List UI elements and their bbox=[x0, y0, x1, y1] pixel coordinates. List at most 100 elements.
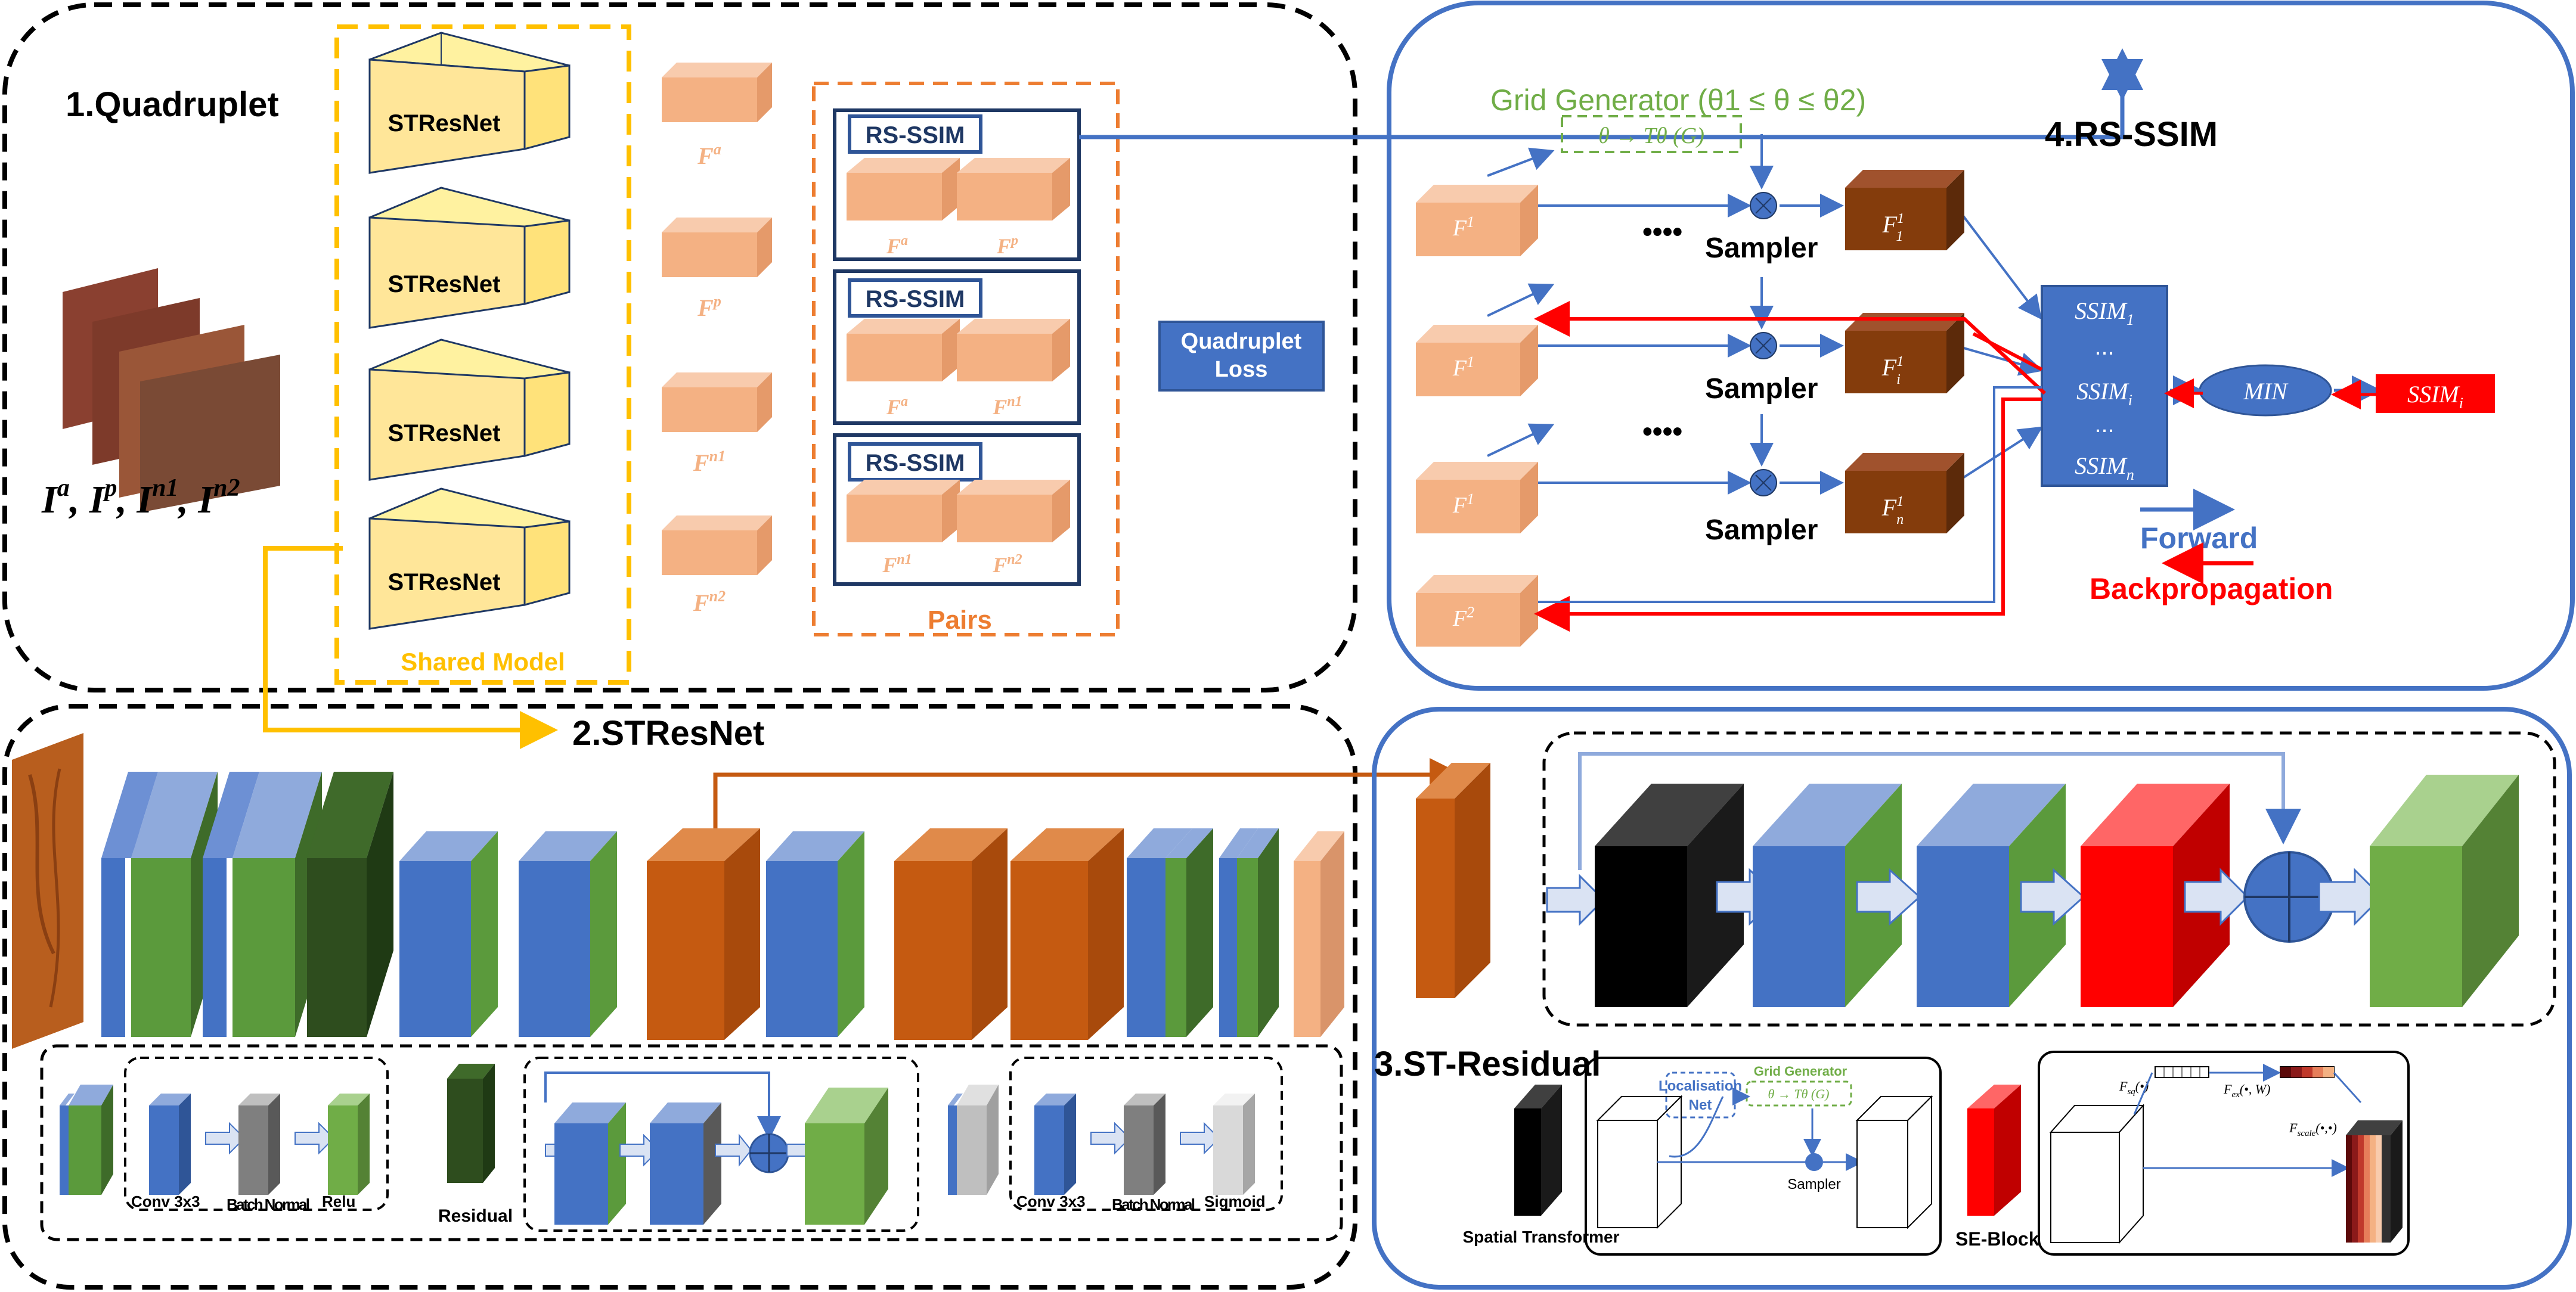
backprop-label: Backpropagation bbox=[2090, 572, 2333, 605]
pairs-label: Pairs bbox=[928, 605, 992, 635]
layer-st-residual-blue bbox=[766, 831, 864, 1037]
sampler-label: Sampler bbox=[1705, 232, 1818, 264]
ssim-result-box bbox=[2376, 374, 2495, 413]
flow-arrow bbox=[2184, 868, 2249, 926]
layer-st-residual-orange bbox=[894, 828, 1008, 1040]
ssim-item: SSIMi bbox=[2076, 378, 2132, 409]
st-grid-generator-label: Grid Generator bbox=[1754, 1064, 1847, 1079]
stresnet-block: STResNet bbox=[368, 187, 571, 329]
stresnet-legend-box bbox=[40, 1044, 1343, 1241]
forward-label: Forward bbox=[2140, 521, 2258, 555]
pair-label-right: Fp bbox=[996, 233, 1018, 258]
min-label: MIN bbox=[2243, 378, 2289, 405]
sampler-node bbox=[1750, 469, 1777, 496]
section-title-stresnet: 2.STResNet bbox=[572, 714, 764, 753]
ssim-item: ... bbox=[2094, 411, 2114, 437]
layer-st-residual-blue bbox=[519, 831, 617, 1037]
layer-output bbox=[1294, 831, 1344, 1037]
pair-group: RS-SSIM Fn1 Fn2 bbox=[833, 433, 1081, 586]
legend-batch-normal-label: Batch Normal bbox=[227, 1195, 310, 1213]
layer-conv-bn-relu bbox=[101, 772, 218, 1037]
transform-box bbox=[1561, 115, 1742, 153]
legend-spatial-transformer: Spatial Transformer Localisation Net Gri… bbox=[1463, 1057, 1942, 1256]
shared-model-box bbox=[334, 24, 631, 685]
st-input-cube bbox=[1416, 763, 1490, 998]
rs-input-cube: F1 bbox=[1416, 462, 1538, 533]
ssim-list-box bbox=[2041, 285, 2168, 487]
connector-arrow-orange bbox=[713, 758, 1463, 828]
transform-label: θ → Tθ (G) bbox=[1598, 123, 1704, 148]
input-images bbox=[63, 268, 280, 513]
legend-relu-label: Relu bbox=[322, 1192, 355, 1210]
st-residual-inner-box bbox=[1542, 731, 2556, 1027]
f-scale-label: Fscale(•,•) bbox=[2289, 1120, 2337, 1138]
legend-conv-bn-sigmoid: Conv 3x3 Batch Normal Sigmoid bbox=[948, 1057, 1283, 1213]
legend-se-block: SE-Block Fsq(•) Fex(•, W) Fscale(•,•) bbox=[1955, 1051, 2410, 1256]
stresnet-label: STResNet bbox=[388, 271, 501, 297]
section-title-quadruplet: 1.Quadruplet bbox=[66, 85, 279, 124]
rs-ssim-label: RS-SSIM bbox=[866, 122, 965, 148]
legend-conv-label: Conv 3x3 bbox=[1016, 1192, 1086, 1210]
panel-rs-ssim: 4.RS-SSIM Grid Generator (θ1 ≤ θ ≤ θ2) θ… bbox=[1387, 1, 2575, 691]
flow-arrow bbox=[2020, 868, 2085, 926]
ellipsis-dots: •••• bbox=[1642, 216, 1682, 248]
st-sampler-label: Sampler bbox=[1787, 1176, 1840, 1192]
rs-input-cube: F1 bbox=[1416, 325, 1538, 396]
panel-stresnet: 2.STResNet bbox=[2, 704, 1463, 1290]
se-block-label: SE-Block bbox=[1955, 1228, 2039, 1250]
input-texture-image bbox=[12, 733, 83, 1049]
st-block-output bbox=[2370, 775, 2519, 1007]
feature-cubes: Fa Fp Fn1 Fn2 bbox=[662, 63, 772, 616]
rs-input-cube: F1 bbox=[1416, 185, 1538, 256]
stresnet-block: STResNet bbox=[368, 487, 571, 630]
feature-cube-fa: Fa bbox=[662, 63, 772, 169]
rs-ssim-label: RS-SSIM bbox=[866, 286, 965, 312]
localisation-net-label: Localisation bbox=[1659, 1078, 1742, 1094]
flow-arrow bbox=[2318, 868, 2383, 926]
feature-label-fn1: Fn1 bbox=[693, 448, 726, 476]
inputs-label: Ia, Ip, In1, In2 bbox=[41, 474, 240, 521]
layer-residual bbox=[307, 772, 393, 1037]
feature-label-fn2: Fn2 bbox=[693, 588, 726, 616]
stresnet-label: STResNet bbox=[388, 110, 501, 136]
legend-residual: Residual bbox=[438, 1057, 919, 1232]
scaled-feature-stack bbox=[2346, 1120, 2403, 1243]
grid-generator-label: Grid Generator (θ1 ≤ θ ≤ θ2) bbox=[1490, 83, 1866, 117]
layer-st-residual-orange bbox=[1010, 828, 1124, 1040]
layer-conv-blue-green bbox=[1127, 828, 1213, 1037]
flow-arrow bbox=[1546, 874, 1605, 926]
legend-conv-label: Conv 3x3 bbox=[131, 1192, 200, 1210]
feature-cube-fn2: Fn2 bbox=[662, 515, 772, 616]
stresnet-label: STResNet bbox=[388, 569, 501, 595]
stresnet-label: STResNet bbox=[388, 420, 501, 446]
feature-cube-fp: Fp bbox=[662, 218, 772, 321]
st-block-spatial-transformer bbox=[1595, 784, 1744, 1007]
section-title-rs-ssim: 4.RS-SSIM bbox=[2045, 115, 2218, 154]
section-title-st-residual: 3.ST-Residual bbox=[1374, 1045, 1601, 1083]
ssim-item: SSIMn bbox=[2075, 452, 2134, 483]
sampler-label: Sampler bbox=[1705, 514, 1818, 546]
rs-input-cube: F2 bbox=[1416, 575, 1538, 647]
stresnet-block: STResNet bbox=[368, 338, 571, 481]
f-sq-label: Fsq(•) bbox=[2119, 1079, 2149, 1097]
ssim-item: SSIM1 bbox=[2075, 297, 2134, 328]
panel-st-residual: 3.ST-Residual bbox=[1372, 707, 2572, 1290]
sampler-node bbox=[1750, 332, 1777, 359]
quadruplet-loss-label: Loss bbox=[1215, 357, 1268, 382]
feature-cube-fn1: Fn1 bbox=[662, 372, 772, 476]
pairs-box bbox=[812, 82, 1120, 636]
spatial-transformer-label: Spatial Transformer bbox=[1463, 1228, 1620, 1246]
feature-label-fp: Fp bbox=[697, 293, 721, 321]
st-transform-label: θ → Tθ (G) bbox=[1768, 1086, 1830, 1101]
panel-quadruplet: 1.Quadruplet Ia, Ip, In1, In2 Shared Mod… bbox=[2, 2, 2143, 749]
st-block-se bbox=[2081, 784, 2230, 1007]
pair-group: RS-SSIM Fa Fp bbox=[833, 108, 1081, 261]
localisation-net-label: Net bbox=[1689, 1097, 1712, 1113]
shared-model-label: Shared Model bbox=[401, 648, 565, 676]
pair-group: RS-SSIM Fa Fn1 bbox=[833, 269, 1081, 425]
ellipsis-dots: •••• bbox=[1642, 416, 1682, 448]
legend-residual-label: Residual bbox=[438, 1206, 513, 1226]
